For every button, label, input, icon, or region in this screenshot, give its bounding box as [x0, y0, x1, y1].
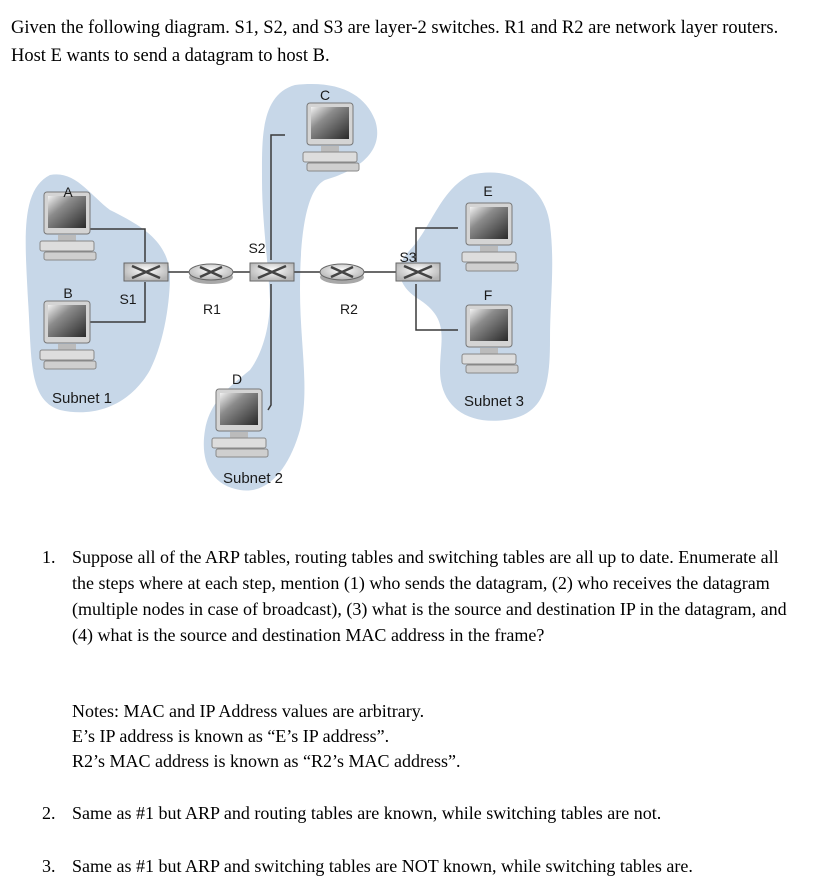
question-number: 2.	[42, 803, 56, 823]
subnet-2-label: Subnet 2	[223, 470, 283, 487]
switch-s2-label: S2	[248, 240, 265, 256]
router-r2	[319, 263, 365, 284]
network-diagram: A B C D E F S1 S2 S3 R1 R2 Subnet 1 Subn…	[25, 84, 553, 491]
switch-s2	[249, 262, 295, 282]
subnet-3-label: Subnet 3	[464, 393, 524, 410]
router-r1	[188, 263, 234, 284]
switch-s1-label: S1	[119, 291, 136, 307]
host-e	[461, 202, 519, 272]
host-a	[39, 191, 97, 261]
host-d-label: D	[232, 371, 242, 387]
host-e-label: E	[483, 183, 492, 199]
question-number: 3.	[42, 856, 56, 876]
host-c	[302, 102, 360, 172]
host-a-label: A	[63, 184, 73, 200]
router-r2-label: R2	[340, 301, 358, 317]
host-b-label: B	[63, 285, 72, 301]
router-r1-label: R1	[203, 301, 221, 317]
host-f	[461, 304, 519, 374]
question-text: Same as #1 but ARP and routing tables ar…	[72, 803, 662, 823]
note-line: E’s IP address is known as “E’s IP addre…	[72, 726, 390, 746]
network-links	[90, 134, 458, 411]
switch-s1	[123, 262, 169, 282]
question-text: Suppose all of the ARP tables, routing t…	[72, 547, 787, 645]
note-line: R2’s MAC address is known as “R2’s MAC a…	[72, 751, 461, 771]
intro-text: Given the following diagram. S1, S2, and…	[11, 18, 779, 66]
subnet-1-label: Subnet 1	[52, 390, 112, 407]
note-line: Notes: MAC and IP Address values are arb…	[72, 701, 425, 721]
host-b	[39, 300, 97, 370]
question-text: Same as #1 but ARP and switching tables …	[72, 856, 693, 876]
host-f-label: F	[484, 287, 493, 303]
switch-s3-label: S3	[399, 249, 416, 265]
host-c-label: C	[320, 87, 330, 103]
host-d	[211, 388, 269, 458]
question-number: 1.	[42, 547, 56, 567]
notes: Notes: MAC and IP Address values are arb…	[72, 699, 461, 774]
switch-s3	[395, 262, 441, 282]
